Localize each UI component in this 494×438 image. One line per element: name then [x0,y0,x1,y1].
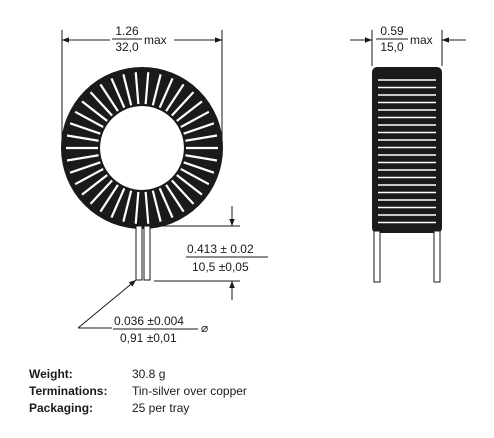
spec-row-weight: Weight: 30.8 g [29,366,247,383]
winding-gap [158,187,174,219]
winding-gap [122,74,133,106]
winding-gap [110,187,126,219]
toroid-side-view [372,67,442,283]
winding-gap [165,83,185,112]
winding-gap [69,161,101,174]
winding-gap [74,167,104,186]
od-mm: 32,0 [115,40,139,54]
winding-gap [176,100,203,122]
toroid-top-view [61,67,223,229]
winding-gap [180,110,210,129]
winding-gap [110,77,126,109]
winding-gap [170,179,195,205]
side-view-windings [378,79,436,224]
winding-gap [144,72,150,105]
winding-gap [176,174,203,196]
lead-diameter-inch: 0.036 ±0.004 [114,314,184,328]
diameter-symbol: ⌀ [201,321,208,335]
winding-gap [151,190,162,222]
lead-length-mm: 10,5 ±0,05 [192,260,249,274]
height-max-label: max [410,33,433,47]
od-max-label: max [144,33,167,47]
winding-gap [151,74,162,106]
winding-gap [74,110,104,129]
toroid-leads [135,225,151,281]
winding-gap [69,122,101,135]
height-inch: 0.59 [380,24,404,38]
winding-gap [66,154,99,162]
specifications: Weight: 30.8 g Terminations: Tin-silver … [29,366,247,417]
winding-gap [81,174,108,196]
lead-length-dimension: 0.413 ± 0.02 10,5 ±0,05 [154,206,268,300]
winding-gap [89,91,114,117]
winding-gap [158,77,174,109]
winding-gap [183,161,215,174]
winding-gap [165,184,185,213]
lead-diameter-mm: 0,91 ±0,01 [120,331,177,345]
winding-gap [185,134,218,142]
lead-diameter-dimension: 0.036 ±0.004 0,91 ±0,01 ⌀ [77,279,208,345]
winding-gap [180,167,210,186]
winding-gap [99,83,119,112]
winding-gap [81,100,108,122]
winding-gap [144,191,150,224]
winding-gap [134,191,140,224]
lead-length-inch: 0.413 ± 0.02 [187,242,254,256]
winding-gap [122,190,133,222]
spec-value: 25 per tray [132,401,190,415]
spec-value: Tin-silver over copper [132,384,247,398]
height-dimension: 0.59 15,0 max [350,24,466,66]
winding-gap [185,154,218,162]
spec-row-terminations: Terminations: Tin-silver over copper [29,383,247,400]
winding-gap [170,91,195,117]
spec-label: Packaging: [29,401,94,415]
winding-gap [89,179,114,205]
od-inch: 1.26 [115,24,139,38]
od-dimension: 1.26 32,0 max [61,24,223,150]
toroid-windings [66,72,218,224]
height-mm: 15,0 [380,40,404,54]
winding-gap [134,72,140,105]
spec-value: 30.8 g [132,367,166,381]
spec-label: Weight: [29,367,73,381]
technical-drawing: 1.26 32,0 max 0.413 ± 0.02 10,5 ±0,05 0.… [61,24,466,345]
spec-row-packaging: Packaging: 25 per tray [29,400,247,417]
winding-gap [183,122,215,135]
winding-gap [99,184,119,213]
winding-gap [66,134,99,142]
spec-label: Terminations: [29,384,108,398]
